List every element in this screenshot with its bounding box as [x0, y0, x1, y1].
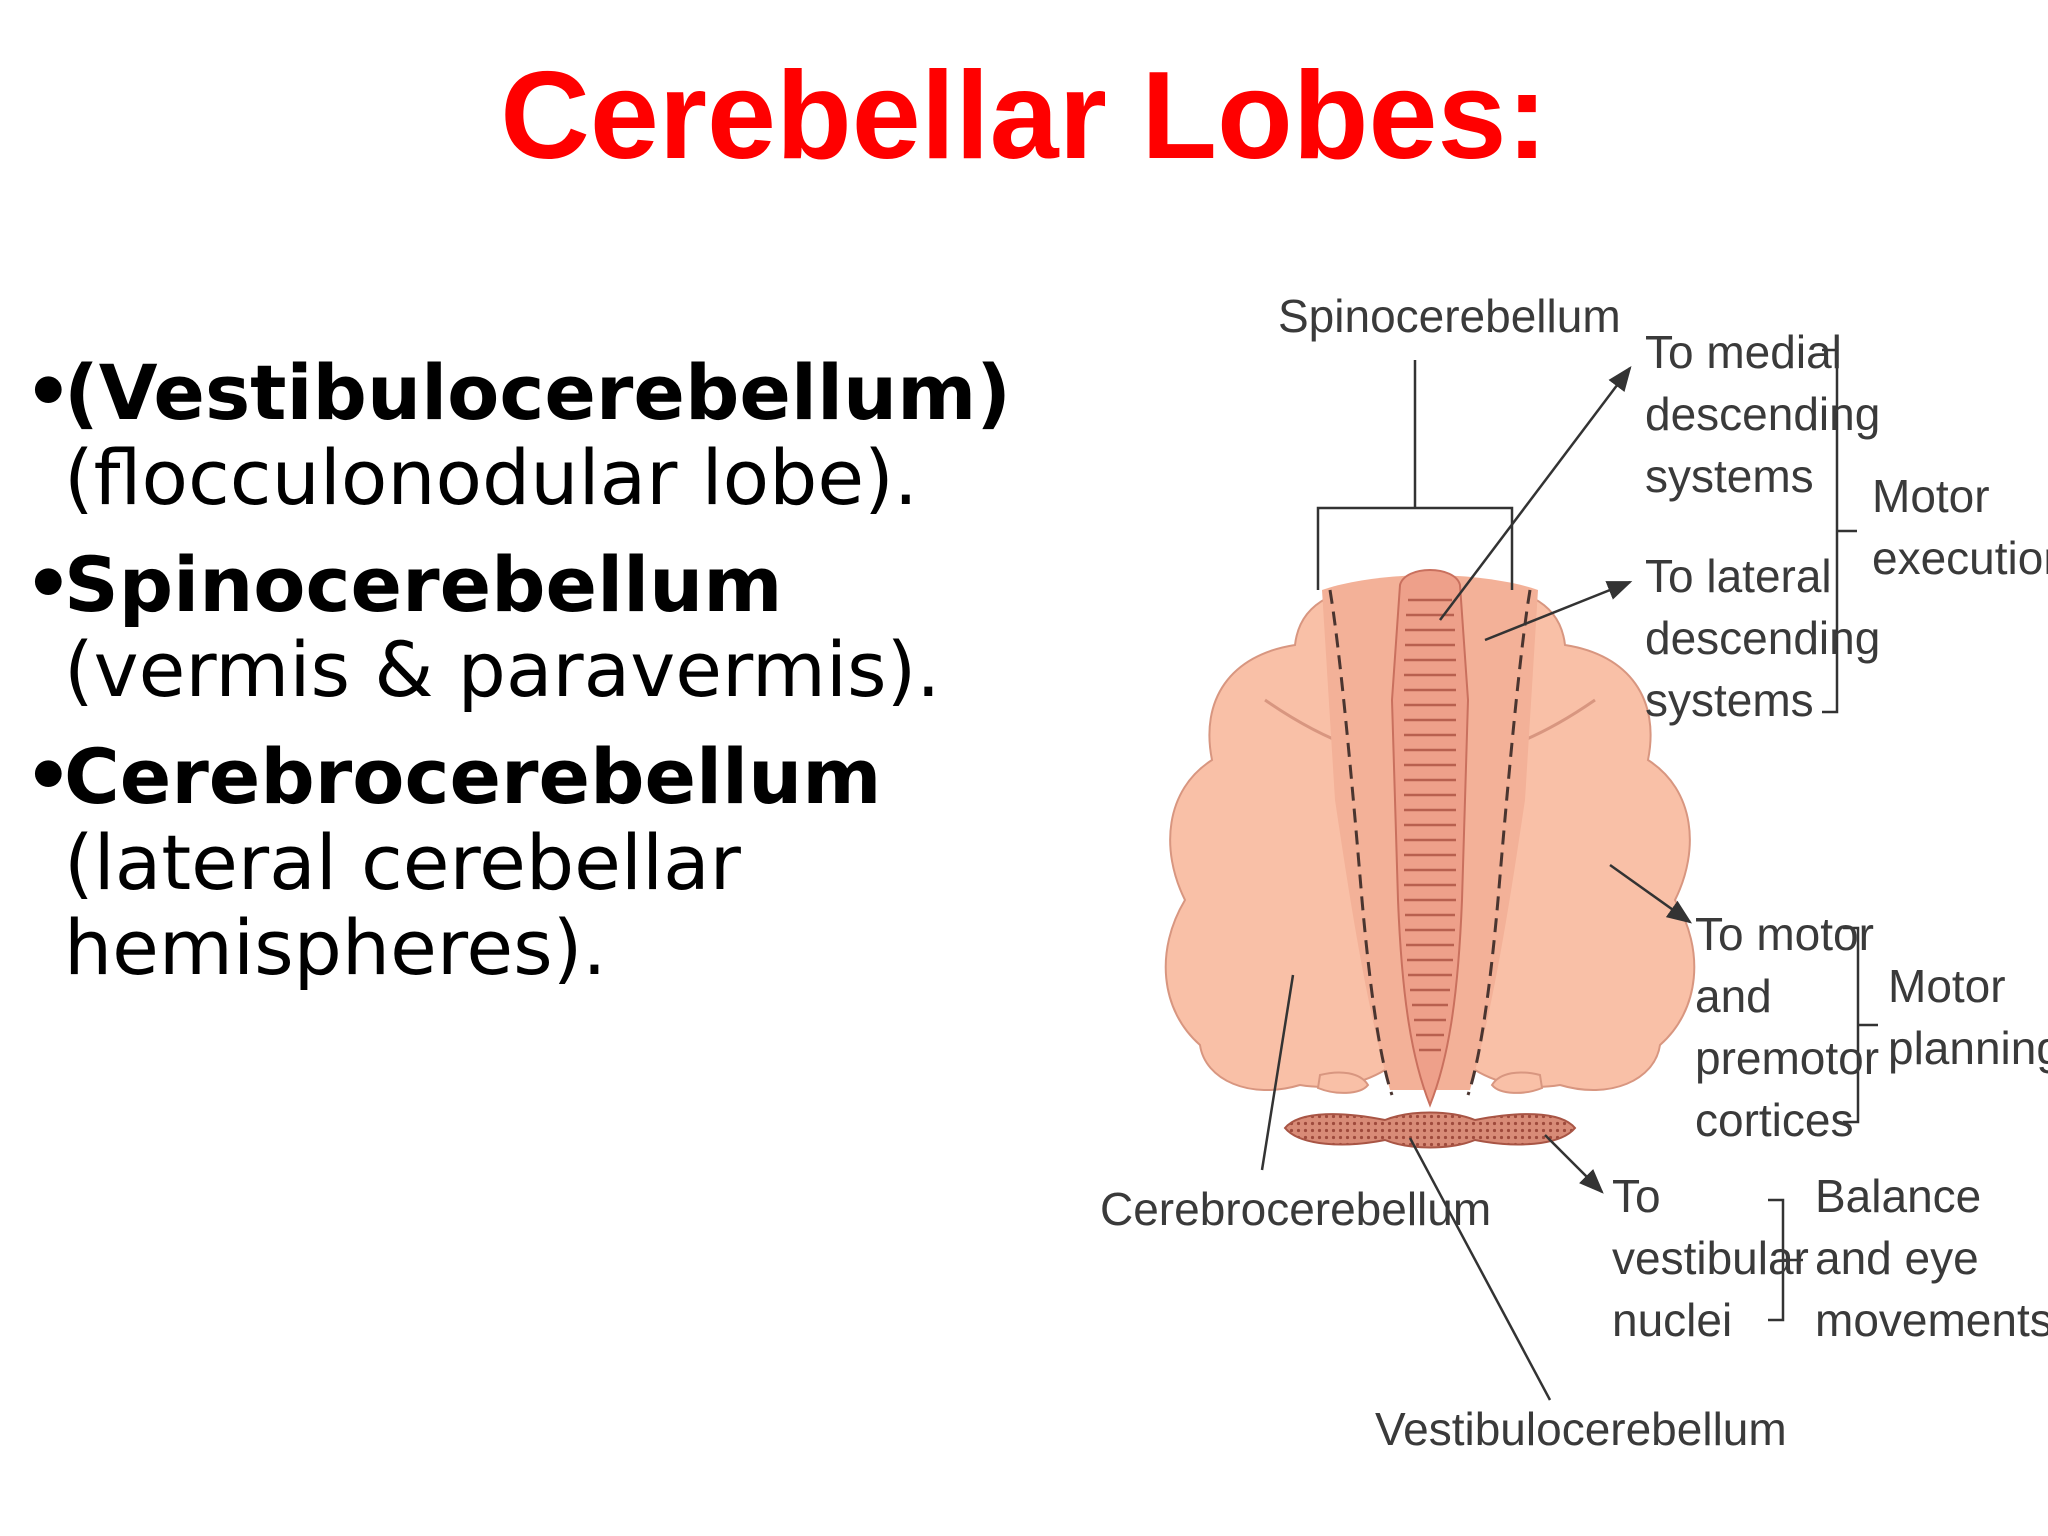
label-balance: movements: [1815, 1294, 2048, 1346]
bullet-detail: (lateral cerebellar: [64, 817, 741, 907]
cerebellum-diagram: Spinocerebellum Cerebrocerebellum Vestib…: [1100, 290, 2048, 1455]
label-to-vestibular: vestibular: [1612, 1232, 1809, 1284]
label-to-motor: premotor: [1695, 1032, 1879, 1084]
bracket-motor-execution: [1822, 348, 1857, 714]
flocculonodular-lobe: [1283, 1111, 1577, 1149]
label-to-vestibular: nuclei: [1612, 1294, 1732, 1346]
bracket-balance: [1768, 1198, 1803, 1322]
label-to-medial: descending: [1645, 388, 1880, 440]
label-to-medial: To medial: [1645, 326, 1842, 378]
arrow-motor-cortex: [1609, 863, 1693, 924]
spinocerebellum-bracket: [1316, 360, 1514, 590]
label-to-vestibular: To: [1612, 1170, 1661, 1222]
bullet-spinocerebellum: • Spinocerebellum (vermis & paravermis).: [24, 542, 1064, 712]
bullet-term: (Vestibulocerebellum): [64, 348, 1012, 437]
label-motor-planning: planning: [1888, 1022, 2048, 1074]
bullet-detail: (vermis & paravermis).: [64, 625, 941, 715]
bullet-vestibulocerebellum: • (Vestibulocerebellum) (flocculonodular…: [24, 350, 1064, 520]
paravermis-right-border: [1466, 589, 1532, 1096]
label-balance: Balance: [1815, 1170, 1981, 1222]
slide-title: Cerebellar Lobes:: [500, 47, 1548, 185]
label-to-lateral: systems: [1645, 674, 1814, 726]
arrow-vestibular: [1544, 1134, 1604, 1194]
bullet-detail: hemispheres).: [64, 902, 607, 992]
arrow-medial: [1439, 366, 1632, 621]
label-to-lateral: To lateral: [1645, 550, 1832, 602]
bullet-term: Cerebrocerebellum: [64, 732, 882, 822]
arrow-lateral: [1484, 580, 1633, 642]
bullet-marker: •: [24, 539, 73, 629]
label-to-lateral: descending: [1645, 612, 1880, 664]
bullet-marker: •: [24, 731, 73, 821]
leader-vestibulocerebellum: [1408, 1137, 1552, 1401]
left-tonsil: [1316, 1071, 1370, 1094]
label-to-motor: cortices: [1695, 1094, 1853, 1146]
label-to-medial: systems: [1645, 450, 1814, 502]
bullet-cerebrocerebellum: • Cerebrocerebellum (lateral cerebellar …: [24, 734, 1064, 989]
label-to-motor: To motor: [1695, 908, 1874, 960]
right-tonsil: [1490, 1071, 1544, 1094]
label-vestibulocerebellum: Vestibulocerebellum: [1375, 1403, 1787, 1455]
leader-cerebrocerebellum: [1260, 974, 1295, 1171]
bullet-detail: (flocculonodular lobe).: [64, 433, 918, 523]
paravermis-left-border: [1328, 589, 1394, 1096]
bullet-term: Spinocerebellum: [64, 540, 783, 630]
bullet-marker: •: [24, 347, 73, 436]
label-motor-planning: Motor: [1888, 960, 2006, 1012]
label-motor-execution: execution: [1872, 532, 2048, 584]
label-spinocerebellum: Spinocerebellum: [1278, 290, 1621, 342]
bracket-motor-planning: [1843, 926, 1878, 1124]
label-balance: and eye: [1815, 1232, 1979, 1284]
label-to-motor: and: [1695, 970, 1772, 1022]
bullet-list: • (Vestibulocerebellum) (flocculonodular…: [24, 350, 1064, 1012]
label-motor-execution: Motor: [1872, 470, 1990, 522]
vermis-folia: [1404, 598, 1456, 1052]
label-cerebrocerebellum: Cerebrocerebellum: [1100, 1183, 1491, 1235]
